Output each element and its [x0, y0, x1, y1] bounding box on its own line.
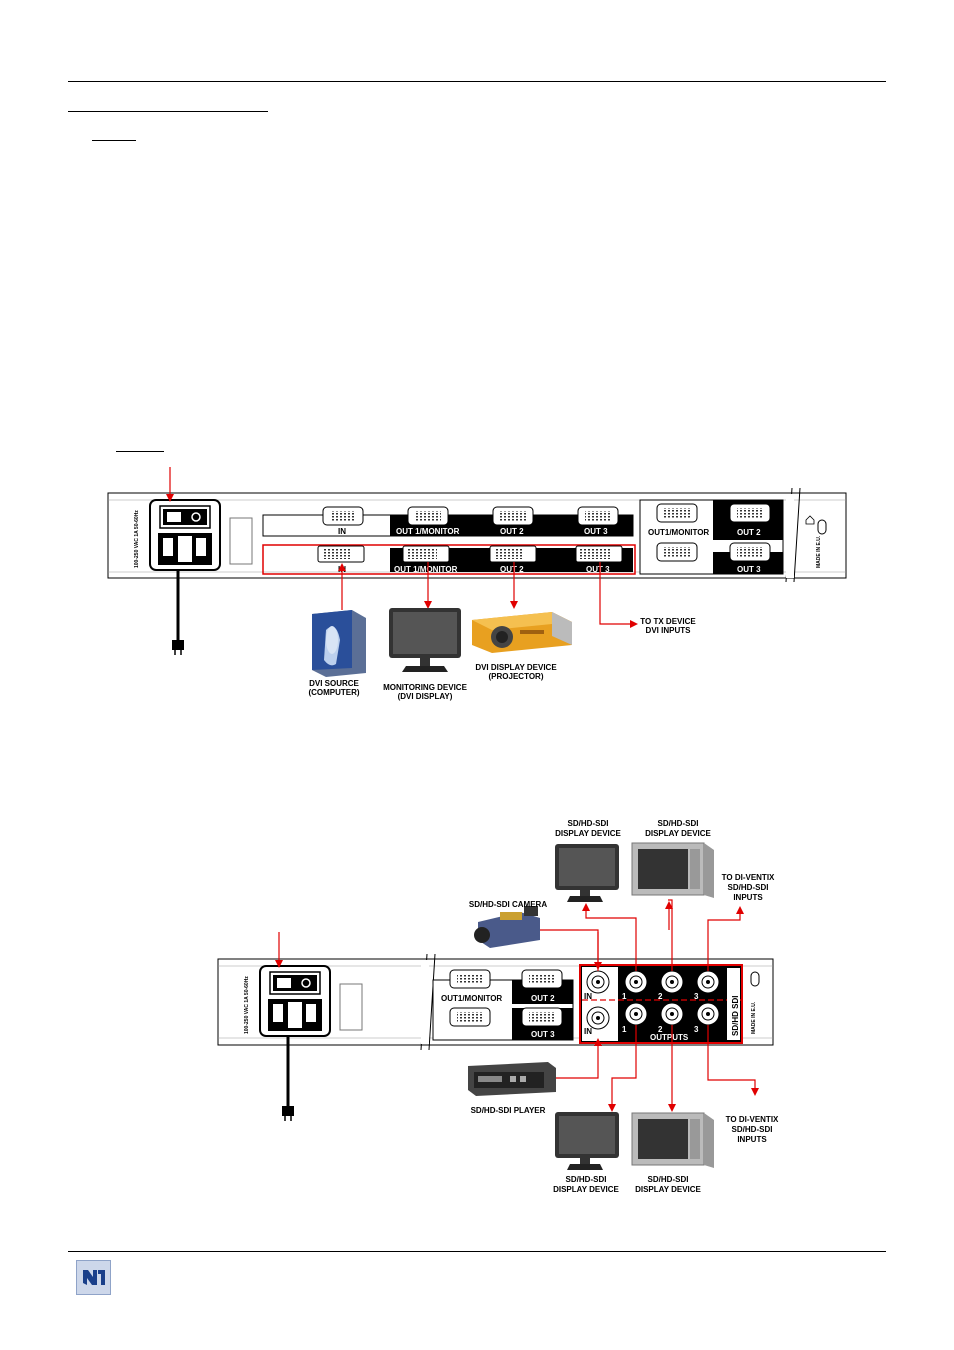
diventix-bot-2: SD/HD-SDI: [732, 1125, 773, 1134]
camera-label: SD/HD-SDI CAMERA: [469, 900, 547, 909]
subheading-underline: [92, 140, 136, 141]
player-label: SD/HD-SDI PLAYER: [471, 1106, 546, 1115]
vga2-label-out3: OUT 3: [531, 1030, 555, 1039]
monitor-label-1: MONITORING DEVICE: [383, 683, 468, 692]
bnc-in-top: [586, 970, 610, 994]
right-label-out2: OUT 2: [737, 528, 761, 537]
vga-port-right-out1: [656, 503, 698, 523]
dvi-port-out2: [489, 545, 537, 563]
voltage-label: 100-250 VAC 1A 50-60Hz: [134, 510, 140, 568]
sdi-n1-top: 1: [622, 992, 627, 1001]
svg-text:MADE IN E.U.: MADE IN E.U.: [751, 1001, 757, 1034]
projector-icon: [472, 612, 572, 653]
display-br-label-1: SD/HD-SDI: [648, 1175, 689, 1184]
sdi-in-top-label: IN: [584, 992, 592, 1001]
made-in-label: MADE IN E.U.: [816, 535, 822, 568]
flat-monitor-icon: [389, 608, 461, 672]
bnc-out3-bottom: [696, 1002, 720, 1026]
svg-text:MADE IN E.U.: MADE IN E.U.: [816, 535, 822, 568]
diventix-top-3: INPUTS: [733, 893, 763, 902]
vga-port-right-spare: [656, 542, 698, 562]
vga-port-out2: [492, 506, 534, 526]
svg-text:100-250 VAC 1A 50-60Hz: 100-250 VAC 1A 50-60Hz: [244, 976, 250, 1034]
sdi-display-bottom-left-icon: [555, 1112, 619, 1170]
port-label-out1: OUT 1/MONITOR: [396, 527, 460, 536]
vga2-label-out1: OUT1/MONITOR: [441, 994, 502, 1003]
vga-port-2-out3: [521, 1007, 563, 1027]
sdi-n2-top: 2: [658, 992, 663, 1001]
power-inlet-module-2: [259, 965, 331, 1037]
vga-port-out3: [577, 506, 619, 526]
right-label-out1: OUT1/MONITOR: [648, 528, 709, 537]
monitor-label-2: (DVI DISPLAY): [398, 692, 453, 701]
diventix-top-2: SD/HD-SDI: [728, 883, 769, 892]
sdi-n3-bottom: 3: [694, 1025, 699, 1034]
sdi-player-icon: [468, 1062, 556, 1096]
vga-port-right-out2: [729, 503, 771, 523]
right-label-out3: OUT 3: [737, 565, 761, 574]
tx-label-2: DVI INPUTS: [646, 626, 692, 635]
display-tl-label-1: SD/HD-SDI: [568, 819, 609, 828]
made-in-label-2: MADE IN E.U.: [751, 1001, 757, 1034]
port-label-out3: OUT 3: [584, 527, 608, 536]
projector-label-1: DVI DISPLAY DEVICE: [475, 663, 557, 672]
display-tr-label-2: DISPLAY DEVICE: [645, 829, 711, 838]
sdi-in-bottom-label: IN: [584, 1027, 592, 1036]
sdi-display-top-left-icon: [555, 844, 619, 902]
footer-rule: [68, 1251, 886, 1252]
vga-port-in: [322, 506, 364, 526]
bnc-out1-bottom: [624, 1002, 648, 1026]
vga-port-2-spare: [449, 1007, 491, 1027]
dvi-port-in: [317, 545, 365, 563]
vga2-label-out2: OUT 2: [531, 994, 555, 1003]
sdi-n3-top: 3: [694, 992, 699, 1001]
source-label-2: (COMPUTER): [308, 688, 359, 697]
vga-port-right-out3: [729, 542, 771, 562]
vga-port-2-out2: [521, 969, 563, 989]
source-label-1: DVI SOURCE: [309, 679, 359, 688]
sdi-crt-bottom-right-icon: [631, 1112, 714, 1168]
display-br-label-2: DISPLAY DEVICE: [635, 1185, 701, 1194]
diventix-bot-1: TO DI-VENTIX: [726, 1115, 779, 1124]
diventix-top-1: TO DI-VENTIX: [722, 873, 775, 882]
bnc-out2-top: [660, 970, 684, 994]
header-rule: [68, 81, 886, 82]
display-tr-label-1: SD/HD-SDI: [658, 819, 699, 828]
sdi-n2-bottom: 2: [658, 1025, 663, 1034]
bnc-out3-top: [696, 970, 720, 994]
sdi-crt-top-right-icon: [631, 842, 714, 898]
bnc-in-bottom: [586, 1006, 610, 1030]
voltage-label-2: 100-250 VAC 1A 50-60Hz: [244, 976, 250, 1034]
dvi-port-out3: [575, 545, 623, 563]
computer-tower-icon: [312, 610, 366, 677]
power-inlet-module: [149, 499, 221, 571]
display-tl-label-2: DISPLAY DEVICE: [555, 829, 621, 838]
port-label-out2: OUT 2: [500, 527, 524, 536]
company-logo-icon: [76, 1260, 111, 1295]
svg-text:SD/HD SDI: SD/HD SDI: [731, 996, 740, 1036]
dvi-label-out1: OUT 1/MONITOR: [394, 565, 458, 574]
bnc-out1-top: [624, 970, 648, 994]
dvi-port-out1: [402, 545, 450, 563]
port-label-in: IN: [338, 527, 346, 536]
bnc-out2-bottom: [660, 1002, 684, 1026]
display-bl-label-2: DISPLAY DEVICE: [553, 1185, 619, 1194]
display-bl-label-1: SD/HD-SDI: [566, 1175, 607, 1184]
dvi-label-out2: OUT 2: [500, 565, 524, 574]
dvi-label-out3: OUT 3: [586, 565, 610, 574]
tx-label-1: TO TX DEVICE: [640, 617, 696, 626]
vga-port-out1: [407, 506, 449, 526]
diventix-bot-3: INPUTS: [737, 1135, 767, 1144]
figure-heading-underline: [116, 451, 164, 452]
sdi-side-label: SD/HD SDI: [731, 996, 740, 1036]
vga-port-2-out1: [449, 969, 491, 989]
projector-label-2: (PROJECTOR): [489, 672, 544, 681]
section-heading-underline: [68, 111, 268, 112]
sdi-n1-bottom: 1: [622, 1025, 627, 1034]
sdi-camera-icon: [474, 906, 540, 948]
sdi-outputs-label: OUTPUTS: [650, 1033, 689, 1042]
